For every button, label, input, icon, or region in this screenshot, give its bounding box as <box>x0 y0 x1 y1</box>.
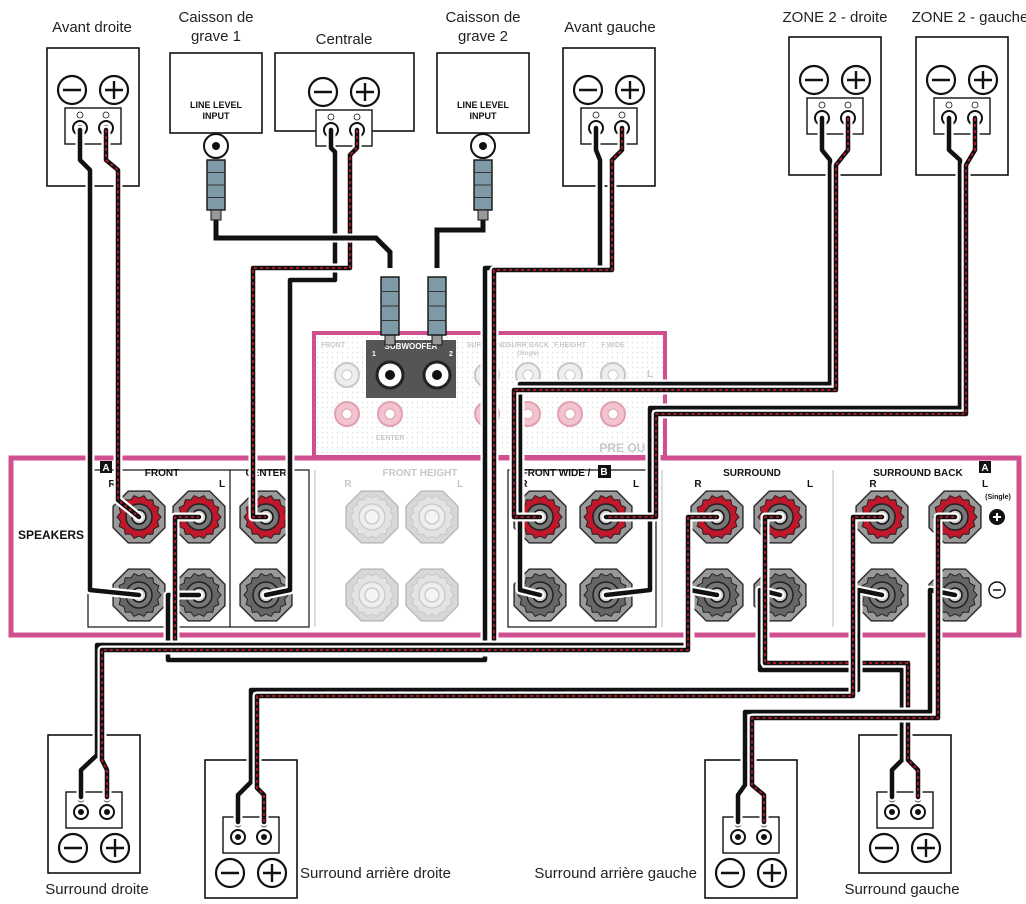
speaker-wires <box>75 113 980 827</box>
rca-plug-icon <box>473 159 493 221</box>
subwoofer-1: LINE LEVEL INPUT <box>169 52 263 159</box>
pre-out-panel: FRONT SUBWOOFER 1 2 SURROUND SURR BACK (… <box>312 331 667 459</box>
preout-fheight: F.HEIGHT <box>554 342 587 349</box>
binding-post-icon <box>345 490 399 544</box>
sur-R: R <box>694 479 702 490</box>
label-surround-right: Surround droite <box>45 881 148 898</box>
badge-b-text: B <box>600 467 607 478</box>
subwoofer-2: LINE LEVEL INPUT <box>436 52 530 159</box>
front-R: R <box>108 479 116 490</box>
label-surround-back-right: Surround arrière droite <box>300 865 451 882</box>
speaker-cable <box>735 587 958 825</box>
sb-R: R <box>869 479 877 490</box>
label-center: Centrale <box>316 31 373 48</box>
label-front-right: Avant droite <box>52 19 132 36</box>
label-sub1-line1: Caisson de <box>178 9 253 26</box>
speaker-cable <box>517 115 833 598</box>
rca-plug-icon <box>427 276 447 346</box>
badge-a-sb <box>979 461 991 473</box>
speakers-label: SPEAKERS <box>18 528 84 542</box>
binding-post-icon <box>345 568 399 622</box>
speaker-cable <box>77 127 142 598</box>
speaker-surround-right <box>47 734 141 874</box>
speaker-cable <box>603 115 963 598</box>
subwoofer-cable <box>434 220 486 268</box>
speaker-cable <box>235 587 885 825</box>
speaker-zone2-left <box>915 36 1009 176</box>
binding-post-icon <box>513 568 567 622</box>
preout-front: FRONT <box>321 342 346 349</box>
fh-R: R <box>344 479 352 490</box>
speaker-front-left <box>562 47 656 187</box>
label-surround-left: Surround gauche <box>844 881 959 898</box>
preout-center: CENTER <box>376 435 405 442</box>
preout-title: PRE OUT <box>599 441 653 455</box>
terminal-center-label: CENTER <box>245 468 287 479</box>
label-front-left: Avant gauche <box>564 19 655 36</box>
sub1-input-line2: INPUT <box>203 111 231 121</box>
fw-L: L <box>633 479 639 490</box>
sb-single: (Single) <box>985 494 1011 501</box>
terminal-front-label: FRONT <box>145 468 179 479</box>
sub1-input-line1: LINE LEVEL <box>190 100 243 110</box>
terminal-front-wide-label: FRONT WIDE / <box>522 468 591 479</box>
speaker-surround-back-right <box>204 759 298 899</box>
speaker-cable <box>263 127 338 598</box>
terminal-surround-label: SURROUND <box>723 468 781 479</box>
sur-L: L <box>807 479 813 490</box>
label-zone2-right: ZONE 2 - droite <box>782 9 887 26</box>
preout-ch2: 2 <box>449 351 453 358</box>
sub2-input-line1: LINE LEVEL <box>457 100 510 110</box>
badge-a-sb-text: A <box>981 463 988 474</box>
binding-post-icon <box>405 490 459 544</box>
speaker-cable <box>757 587 905 800</box>
terminal-front-height-label: FRONT HEIGHT <box>383 468 458 479</box>
badge-a-front-text: A <box>102 463 109 474</box>
fh-L: L <box>457 479 463 490</box>
preout-single: (Single) <box>517 351 539 357</box>
speaker-cable <box>165 125 603 663</box>
terminal-surround-back-label: SURROUND BACK <box>873 468 963 479</box>
badge-a-front <box>100 461 112 473</box>
speaker-zone2-right <box>788 36 882 176</box>
subwoofer-cable <box>213 220 393 268</box>
sub2-input-line2: INPUT <box>470 111 498 121</box>
preout-L: L <box>647 369 653 380</box>
rca-plug-icon <box>380 276 400 346</box>
badge-b <box>598 465 611 478</box>
label-sub2-line1: Caisson de <box>445 9 520 26</box>
front-L: L <box>219 479 225 490</box>
sb-L: L <box>982 479 988 490</box>
speaker-front-right <box>46 47 140 187</box>
label-surround-back-left: Surround arrière gauche <box>534 865 697 882</box>
label-sub1-line2: grave 1 <box>191 28 241 45</box>
preout-fwide: F.WIDE <box>601 342 625 349</box>
preout-ch1: 1 <box>372 351 376 358</box>
rca-plug-icon <box>206 159 226 221</box>
label-zone2-left: ZONE 2 - gauche <box>912 9 1026 26</box>
label-sub2-line2: grave 2 <box>458 28 508 45</box>
binding-post-icon <box>690 490 744 544</box>
preout-subwoofer: SUBWOOFER <box>385 342 438 351</box>
speaker-center <box>274 52 415 147</box>
preout-surr-back: SURR BACK <box>507 342 549 349</box>
binding-post-icon <box>405 568 459 622</box>
